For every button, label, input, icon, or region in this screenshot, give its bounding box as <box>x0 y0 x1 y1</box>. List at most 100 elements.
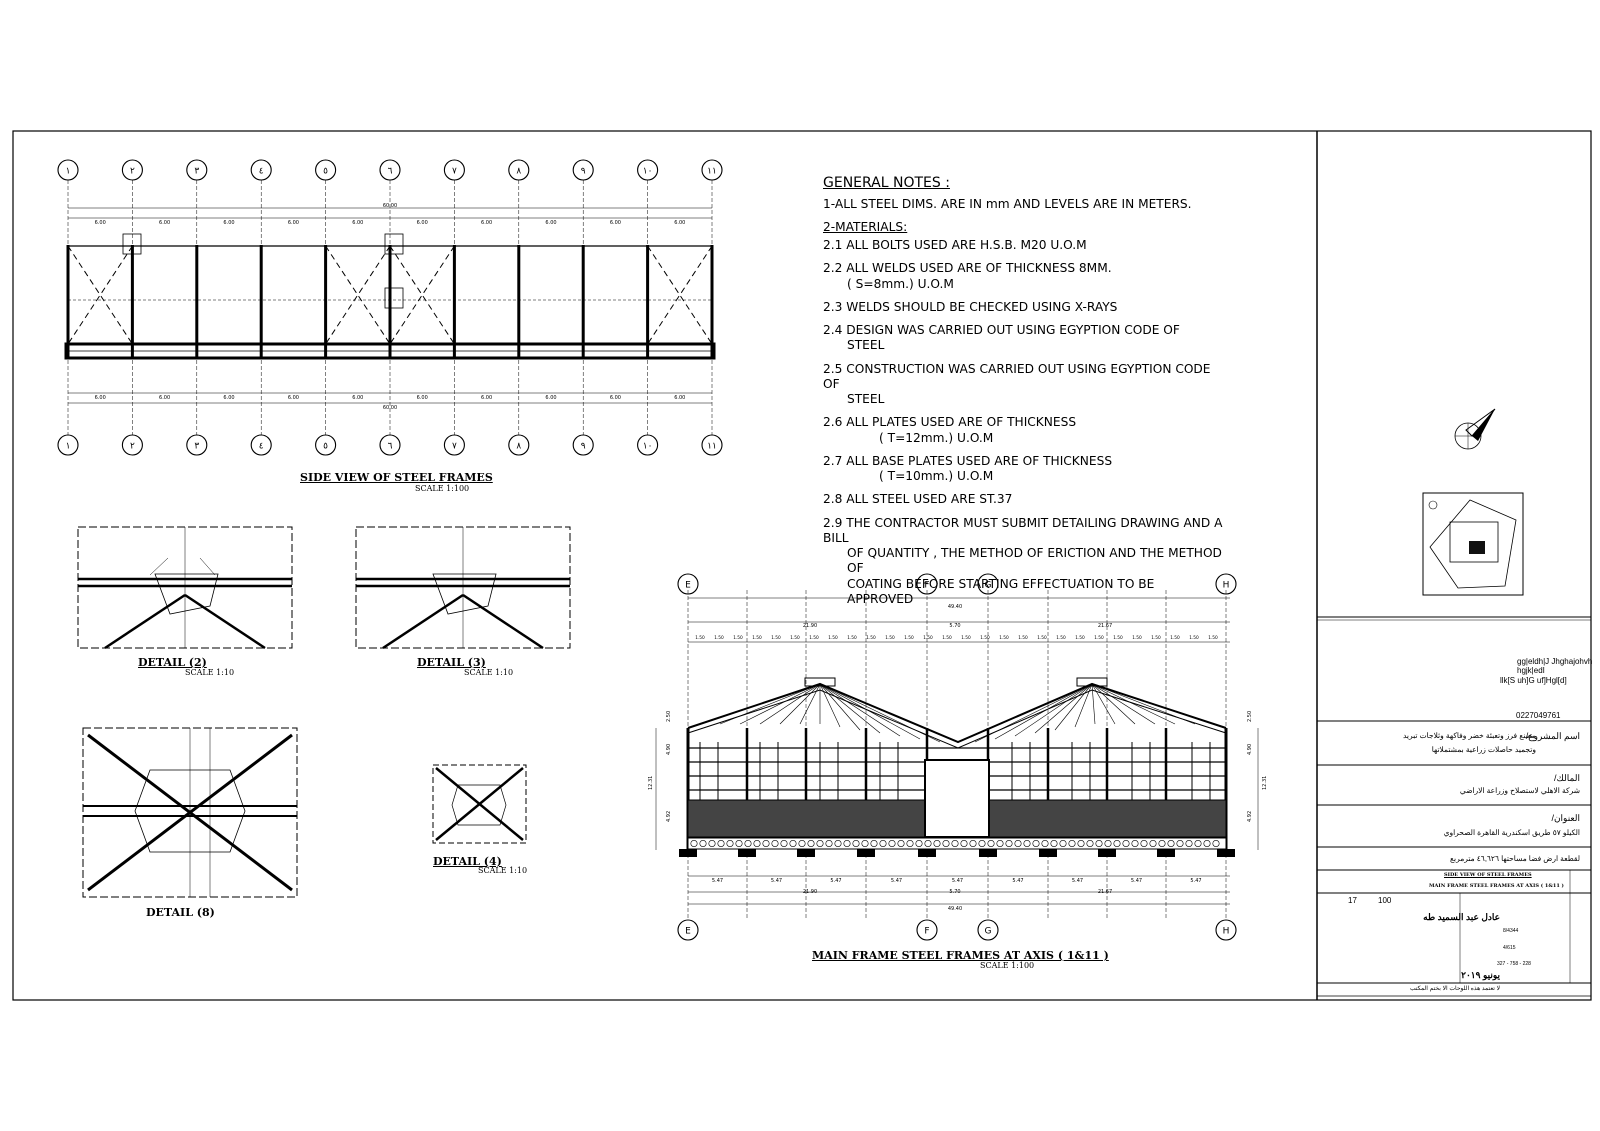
svg-text:E: E <box>685 581 691 591</box>
grid-bubble: ٢ <box>121 434 143 456</box>
svg-text:١١: ١١ <box>707 167 717 177</box>
foundation-circle <box>1176 839 1184 847</box>
detail-4-drawing <box>432 764 527 844</box>
roof-cable <box>1054 683 1093 731</box>
foundation-circle <box>1203 839 1211 847</box>
tb-project-text-1: مصنع فرز وتعبئة خضر وفاكهة وثلاجات تبريد <box>1403 731 1536 740</box>
footing <box>1098 849 1116 857</box>
subdiv-dim: 1.50 <box>1208 635 1218 641</box>
overall-width-dim-bottom: 49.40 <box>948 906 962 912</box>
note-2-2-cont: ( S=8mm.) U.O.M <box>847 276 954 291</box>
brace <box>389 245 455 345</box>
bay-dim-bottom: 5.47 <box>830 878 841 884</box>
foundation-circle <box>1023 839 1031 847</box>
bay-dim-top: 6.00 <box>481 220 492 226</box>
footing <box>1217 849 1235 857</box>
foundation-circle <box>924 839 932 847</box>
note-2-8: 2.8 ALL STEEL USED ARE ST.37 <box>823 492 1013 507</box>
foundation-circle <box>843 839 851 847</box>
bay-dim-top: 6.00 <box>545 220 556 226</box>
svg-text:١٠: ١٠ <box>643 167 653 177</box>
height-dim-left: 12.31 <box>648 776 654 790</box>
foundation-circle <box>1068 839 1076 847</box>
north-arrow-icon <box>1454 408 1496 450</box>
note-2-5-cont: STEEL <box>847 392 885 406</box>
foundation-circle <box>726 839 734 847</box>
general-notes-title: GENERAL NOTES : <box>823 175 950 191</box>
svg-text:٢: ٢ <box>130 442 135 452</box>
roof-cable <box>1091 683 1156 725</box>
note-2-9-cont2: COATING BEFORE STARTING EFFECTUATION TO … <box>847 576 1155 606</box>
tb-owner-label: المالك/ <box>1553 773 1580 783</box>
upper-height-dim-left: 4.90 <box>666 744 672 755</box>
note-2-6: 2.6 ALL PLATES USED ARE OF THICKNESS <box>823 415 1077 430</box>
foundation-circle <box>1005 839 1013 847</box>
tb-project-label: اسم المشروع/ <box>1525 731 1580 741</box>
bay-dim-bottom: 5.47 <box>712 878 723 884</box>
bay-dim-bottom: 6.00 <box>159 395 170 401</box>
left-span-dim: 21.90 <box>803 623 817 629</box>
detail-2-scale: SCALE 1:10 <box>185 668 235 677</box>
foundation-circle <box>879 839 887 847</box>
foundation-circle <box>789 839 797 847</box>
detail-marker <box>384 233 404 255</box>
bay-dim-top: 6.00 <box>223 220 234 226</box>
note-2-4: 2.4 DESIGN WAS CARRIED OUT USING EGYPTIO… <box>823 323 1180 337</box>
top-height-dim-left: 2.50 <box>666 711 672 722</box>
foundation-circle <box>960 839 968 847</box>
foundation-circle <box>1122 839 1130 847</box>
subdiv-dim: 1.50 <box>771 635 781 641</box>
subdiv-dim: 1.50 <box>828 635 838 641</box>
tb-project-text-2: وتجميد حاصلات زراعية بمشتملاتها <box>1431 745 1536 754</box>
bay-dim-top: 6.00 <box>288 220 299 226</box>
roof-cable <box>819 683 941 743</box>
note-1: 1-ALL STEEL DIMS. ARE IN mm AND LEVELS A… <box>823 196 1192 211</box>
tb-land-text: لقطعة ارض فضا مساحتها ٤٦,٦٢٦ مترمربع <box>1450 854 1580 863</box>
subdiv-dim: 1.50 <box>790 635 800 641</box>
frame-grid-bubble: E <box>677 919 699 941</box>
roof-cable <box>819 683 921 740</box>
bay-dim-bottom: 5.47 <box>1012 878 1023 884</box>
top-height-dim-right: 2.50 <box>1247 711 1253 722</box>
roof-cable <box>819 683 881 734</box>
roof-cable <box>1091 683 1136 725</box>
foundation-circle <box>1077 839 1085 847</box>
roof-cable <box>739 683 821 725</box>
subdiv-dim: 1.50 <box>1151 635 1161 641</box>
note-2-6-cont: ( T=12mm.) U.O.M <box>879 430 994 445</box>
svg-text:F: F <box>924 927 929 937</box>
svg-text:G: G <box>985 581 992 591</box>
roof-cable <box>719 683 821 725</box>
sheet-border <box>12 130 1592 1001</box>
grid-bubble: ٣ <box>186 159 208 181</box>
grid-bubble: ٤ <box>250 434 272 456</box>
foundation-circle <box>717 839 725 847</box>
subdiv-dim: 1.50 <box>847 635 857 641</box>
tb-engineer: عادل عبد السميد طه <box>1423 912 1500 922</box>
foundation-circle <box>1140 839 1148 847</box>
frame-grid-bubble: H <box>1215 573 1237 595</box>
bay-dim-top: 6.00 <box>95 220 106 226</box>
tb-sheet-number: 17 <box>1348 896 1357 905</box>
note-2-7-cont: ( T=10mm.) U.O.M <box>879 469 994 483</box>
svg-text:٢: ٢ <box>130 167 135 177</box>
svg-text:٤: ٤ <box>259 442 264 452</box>
tb-sheet-scale: 100 <box>1378 896 1392 905</box>
grid-bubble: ١ <box>57 434 79 456</box>
bay-dim-bottom: 5.47 <box>771 878 782 884</box>
foundation-circle <box>807 839 815 847</box>
svg-text:٣: ٣ <box>194 167 199 177</box>
height-dim-right: 12.31 <box>1262 776 1268 790</box>
subdiv-dim: 1.50 <box>1113 635 1123 641</box>
grid-bubble: ١١ <box>701 434 723 456</box>
subdiv-dim: 1.50 <box>904 635 914 641</box>
foundation-circle <box>1104 839 1112 847</box>
foundation-circle <box>888 839 896 847</box>
svg-text:E: E <box>685 927 691 937</box>
svg-text:G: G <box>985 927 992 937</box>
bay-dim-bottom: 5.47 <box>1131 878 1142 884</box>
grid-bubble: ٦ <box>379 159 401 181</box>
frame-grid-bubble: F <box>916 919 938 941</box>
